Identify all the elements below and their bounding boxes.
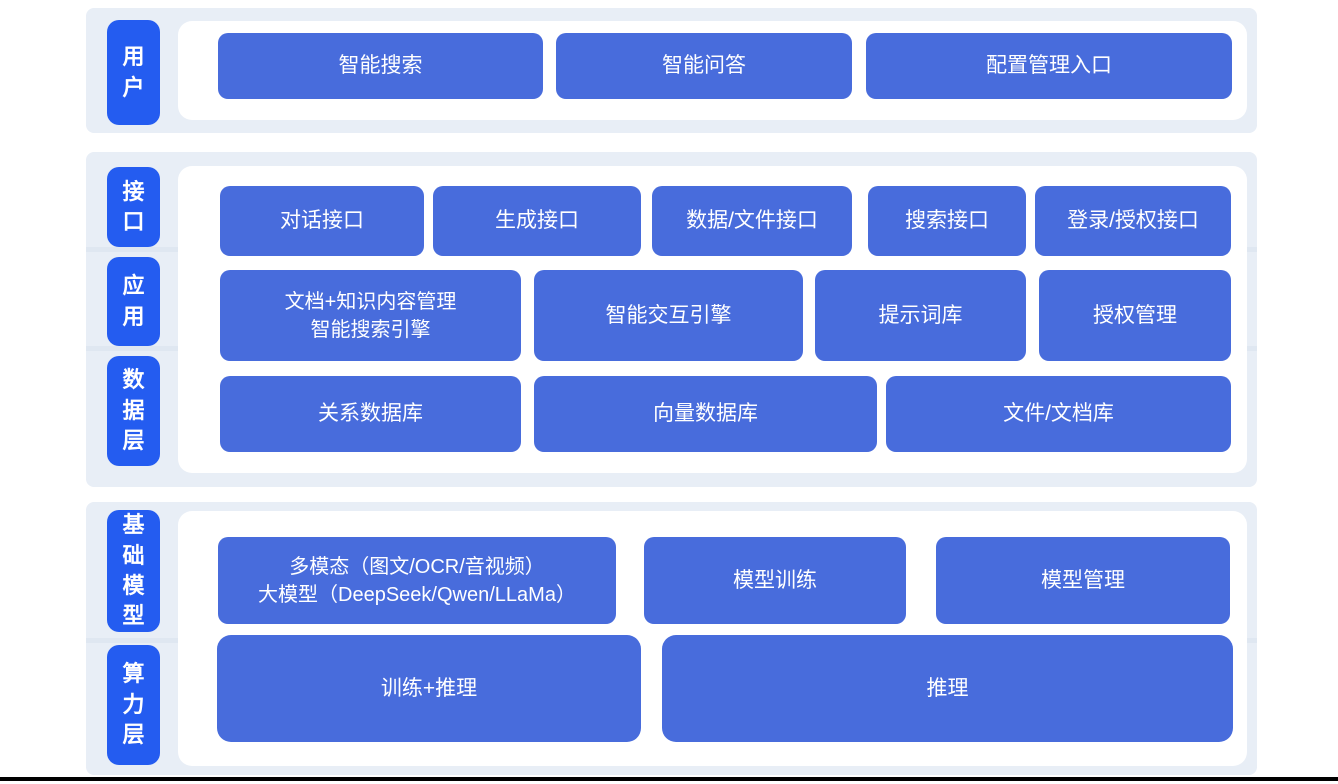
btn-multimodal-llm-line1: 多模态（图文/OCR/音视频） (289, 555, 545, 578)
layer-label-user-text: 用户 (122, 44, 145, 100)
btn-dialog-api: 对话接口 (220, 186, 424, 256)
btn-smart-qa: 智能问答 (556, 33, 852, 99)
btn-config-management-entry: 配置管理入口 (866, 33, 1232, 99)
btn-login-auth-api: 登录/授权接口 (1035, 186, 1231, 256)
layer-label-interface: 接口 (107, 167, 160, 247)
layer-label-interface-text: 接口 (122, 178, 145, 234)
btn-model-training: 模型训练 (644, 537, 906, 624)
layer-label-foundation-model: 基础模型 (107, 510, 160, 632)
btn-data-file-api: 数据/文件接口 (652, 186, 852, 256)
btn-doc-knowledge-search-engine-line2: 智能搜索引擎 (310, 318, 431, 341)
btn-vector-database: 向量数据库 (534, 376, 877, 452)
layer-label-data-text: 数据层 (122, 367, 145, 454)
btn-prompt-library: 提示词库 (815, 270, 1026, 361)
btn-doc-knowledge-search-engine-line1: 文档+知识内容管理 (284, 290, 457, 313)
btn-model-management: 模型管理 (936, 537, 1230, 624)
btn-auth-management: 授权管理 (1039, 270, 1231, 361)
btn-search-api: 搜索接口 (868, 186, 1026, 256)
btn-multimodal-llm-line2: 大模型（DeepSeek/Qwen/LLaMa） (258, 583, 576, 606)
btn-relational-database: 关系数据库 (220, 376, 521, 452)
layer-label-data: 数据层 (107, 356, 160, 466)
btn-doc-knowledge-search-engine: 文档+知识内容管理 智能搜索引擎 (220, 270, 521, 361)
btn-smart-interaction-engine: 智能交互引擎 (534, 270, 803, 361)
btn-file-document-store: 文件/文档库 (886, 376, 1231, 452)
btn-training-inference: 训练+推理 (217, 635, 641, 742)
layer-label-application: 应用 (107, 257, 160, 346)
btn-inference: 推理 (662, 635, 1233, 742)
layer-label-user: 用户 (107, 20, 160, 125)
btn-smart-search: 智能搜索 (218, 33, 543, 99)
btn-multimodal-llm: 多模态（图文/OCR/音视频） 大模型（DeepSeek/Qwen/LLaMa） (218, 537, 616, 624)
layer-label-application-text: 应用 (122, 273, 145, 329)
layer-label-compute: 算力层 (107, 645, 160, 765)
layer-label-foundation-model-text: 基础模型 (122, 512, 145, 629)
btn-generation-api: 生成接口 (433, 186, 641, 256)
footer-line (0, 777, 1338, 781)
layer-label-compute-text: 算力层 (122, 661, 145, 748)
